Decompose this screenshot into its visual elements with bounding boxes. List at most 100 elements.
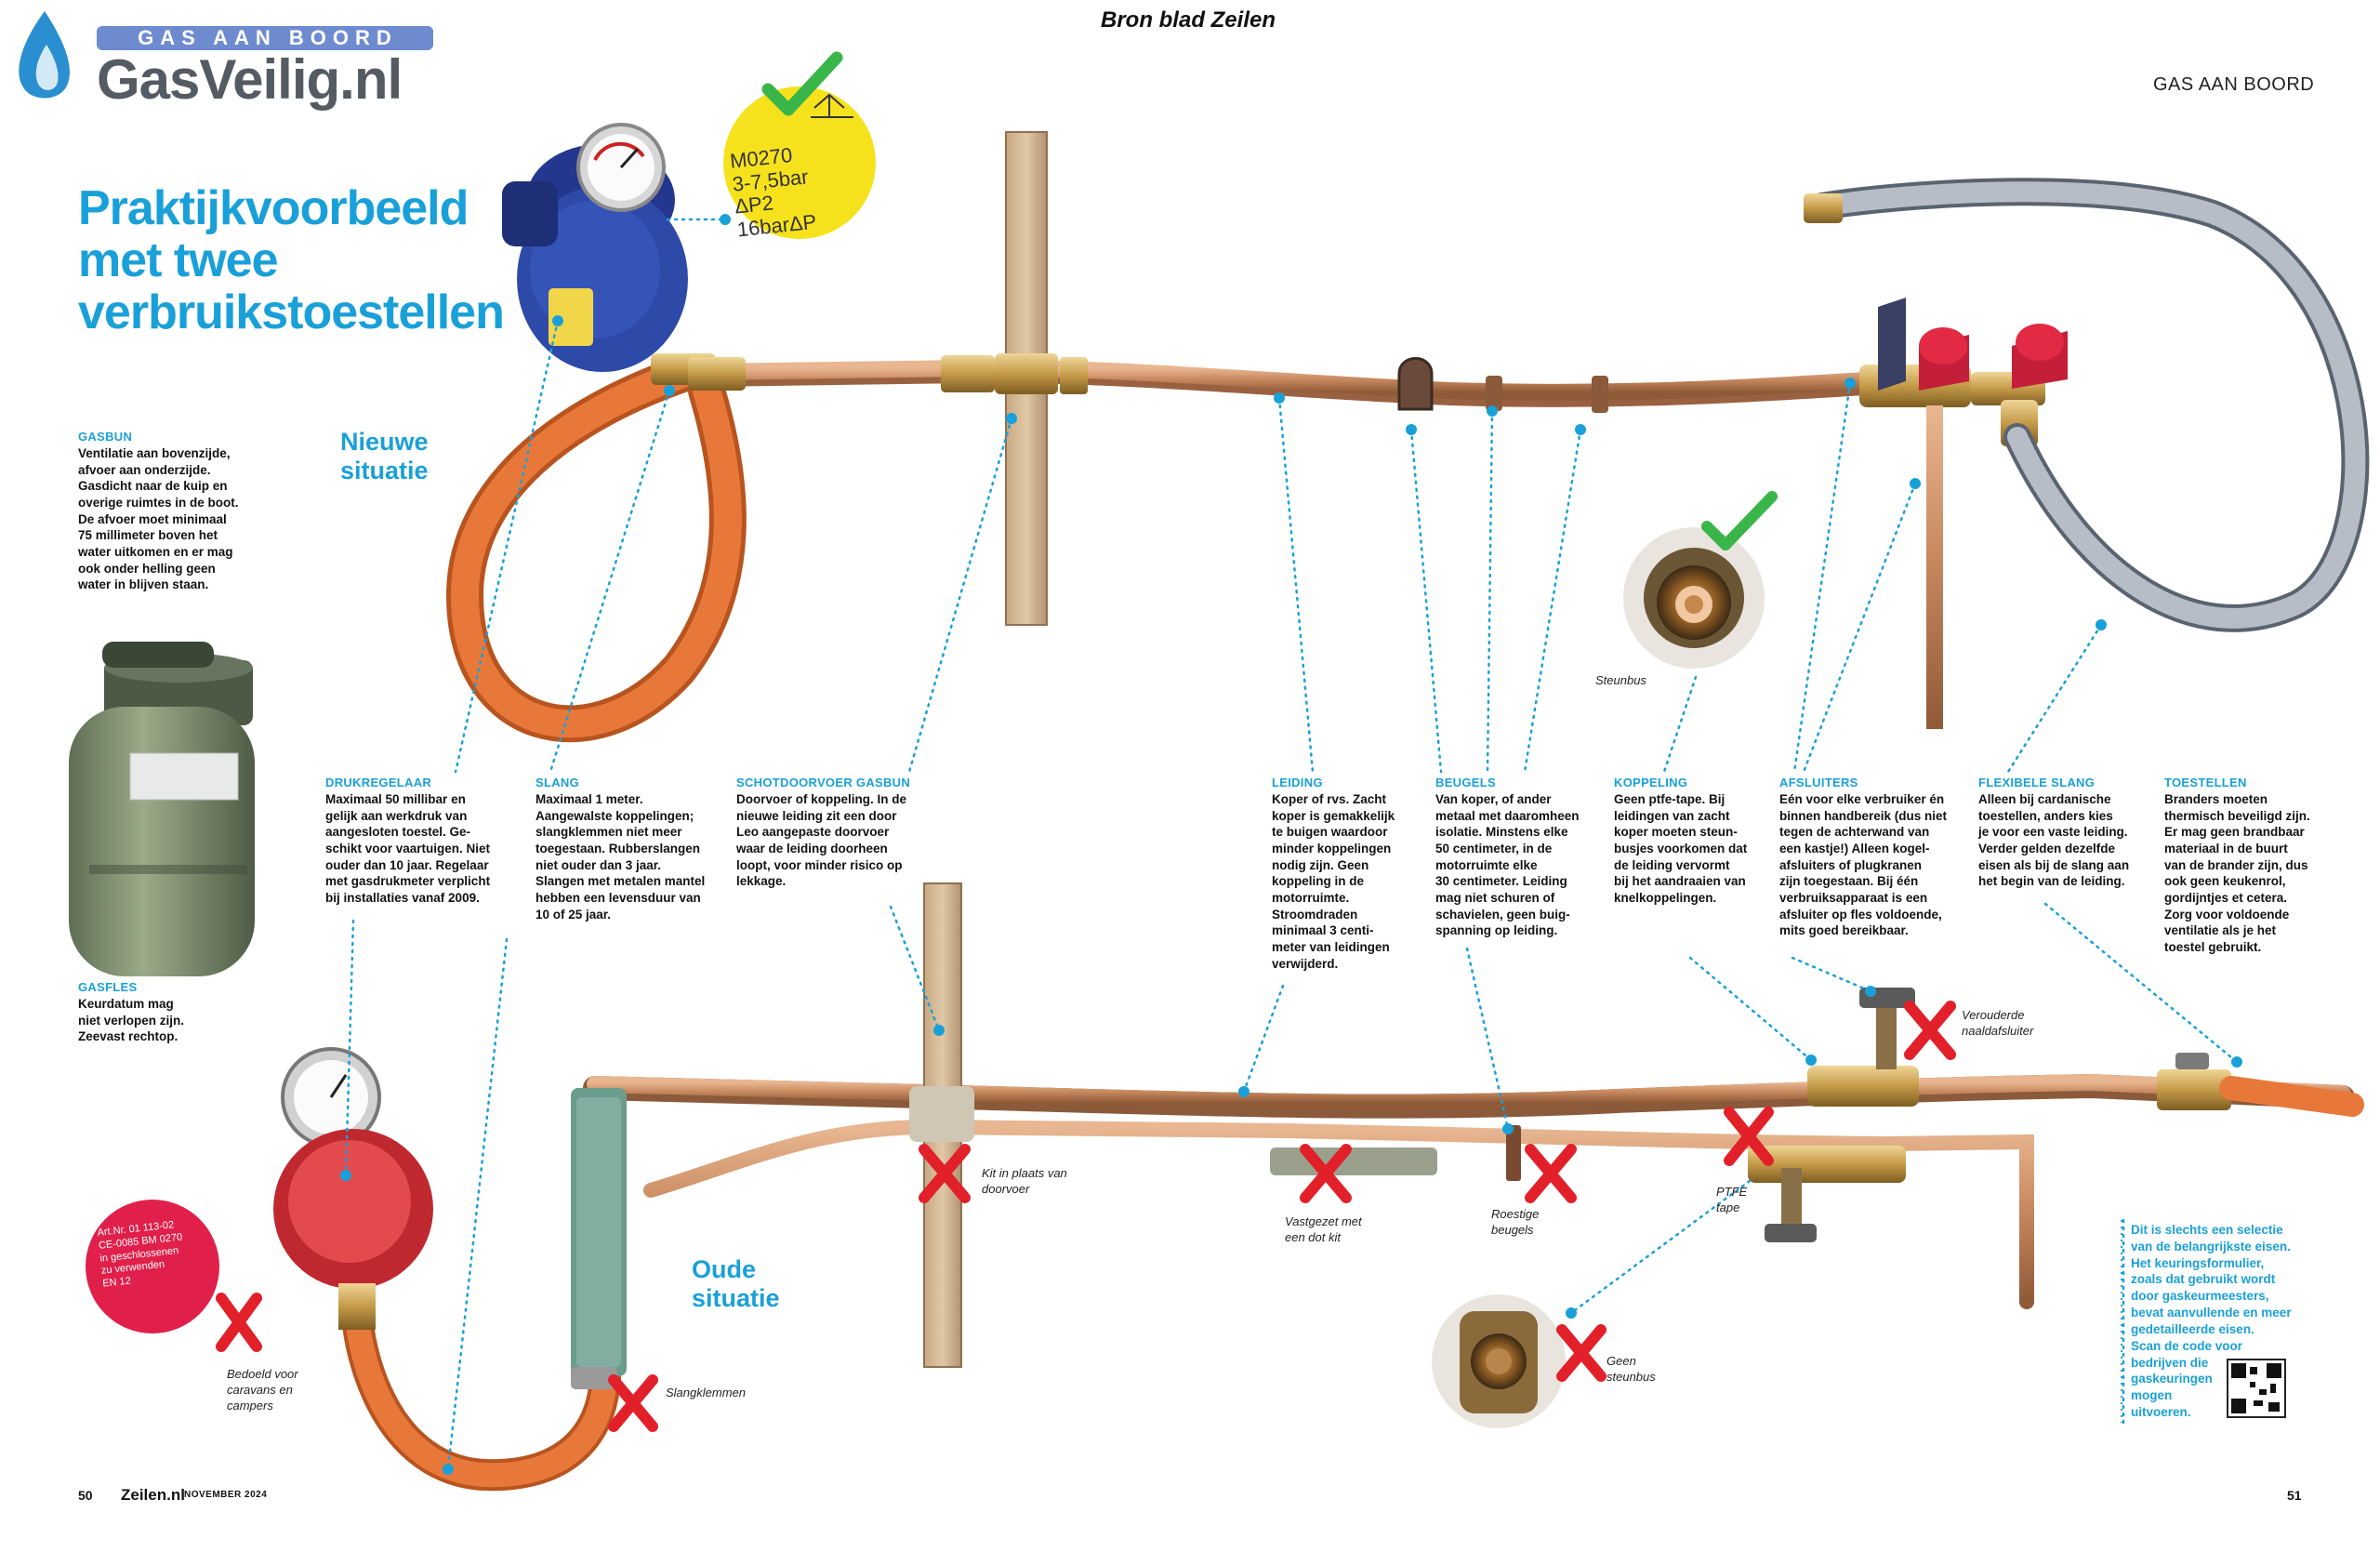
block-heading: SLANG <box>536 776 579 789</box>
cross-icon <box>216 1293 262 1352</box>
block-heading: GASBUN <box>78 430 133 444</box>
block-heading: SCHOTDOORVOER GASBUN <box>736 776 911 789</box>
new-copper-line <box>698 359 1886 401</box>
block-heading: AFSLUITERS <box>1779 776 1858 789</box>
logo-tagline: GAS AAN BOORD <box>138 26 398 49</box>
logo-banner <box>97 26 433 50</box>
sticker-new-text: M0270 3-7,5bar ΔP2 16barΔP <box>729 139 850 242</box>
block-heading: LEIDING <box>1272 776 1323 789</box>
title-line-1: Praktijkvoorbeeld <box>78 181 469 235</box>
red-sticker-inset <box>78 1192 227 1341</box>
old-kit-blob <box>909 1086 974 1142</box>
block-heading: GASFLES <box>78 980 138 994</box>
leader-lines <box>344 218 2239 1471</box>
title-line-2: met twee <box>78 233 279 288</box>
block-heading: TOESTELLEN <box>2164 776 2247 789</box>
new-fitting-2 <box>941 355 995 392</box>
block-body: Maximaal 1 meter.Aangewalste koppelingen… <box>536 792 706 922</box>
block-heading: FLEXIBELE SLANG <box>1978 776 2096 789</box>
cross-icon <box>919 1144 971 1203</box>
geen-steunbus-inset <box>1424 1287 1573 1436</box>
title-line-3: verbruikstoestellen <box>78 285 505 340</box>
block-gasbun: GASBUN Ventilatie aan bovenzijde,afvoer … <box>78 430 273 593</box>
flex-hose-end <box>1804 193 1843 223</box>
old-orange-hose <box>343 1234 618 1488</box>
block-heading: KOPPELING <box>1614 776 1688 789</box>
page-number-right: 51 <box>2287 1488 2302 1503</box>
old-dot-kit-block <box>1270 1147 1437 1175</box>
old-regulator <box>273 1047 433 1330</box>
new-valves <box>1859 298 2068 729</box>
sticker-old-text: Art.Nr. 01 113-02 CE-0085 BM 0270 in ges… <box>97 1215 215 1291</box>
block-slang: SLANG Maximaal 1 meter.Aangewalste koppe… <box>536 776 721 922</box>
new-fitting-1 <box>688 357 746 391</box>
new-brackets <box>1397 357 1608 413</box>
cross-icon <box>1300 1144 1352 1203</box>
block-schotdoorvoer: SCHOTDOORVOER GASBUN Doorvoer of koppeli… <box>736 776 922 890</box>
logo-name[interactable]: GasVeilig.nl <box>97 48 403 111</box>
page-title: Praktijkvoorbeeld met twee verbruikstoes… <box>78 181 505 340</box>
cross-icon <box>608 1374 658 1432</box>
new-situation-label: Nieuwe situatie <box>340 428 429 485</box>
page-number-left: 50 <box>78 1488 93 1503</box>
cross-icon <box>1724 1107 1774 1166</box>
issue-date: NOVEMBER 2024 <box>184 1490 268 1500</box>
new-situation-line-2: situatie <box>340 457 429 485</box>
qr-code-icon <box>2227 1359 2286 1418</box>
caption-steunbus: Steunbus <box>1595 673 1646 687</box>
new-bulkhead-feedthrough <box>995 353 1058 394</box>
old-copper-line <box>587 1073 2351 1111</box>
old-situation-line-2: situatie <box>692 1284 780 1313</box>
cross-icon <box>1525 1144 1577 1203</box>
old-situation-line-1: Oude <box>692 1255 757 1283</box>
new-orange-hose <box>450 358 742 738</box>
old-rusty-bracket <box>1506 1125 1521 1181</box>
caption-slangklemmen: Slangklemmen <box>666 1386 746 1399</box>
block-body: Ventilatie aan bovenzijde,afvoer aan ond… <box>78 446 239 592</box>
old-right-hose <box>2219 1076 2364 1117</box>
old-situation-label: Oude situatie <box>692 1255 780 1313</box>
old-valves <box>1748 988 2231 1242</box>
steunbus-inset <box>1616 520 1772 676</box>
new-situation-line-1: Nieuwe <box>340 428 429 456</box>
block-heading: DRUKREGELAAR <box>325 776 432 789</box>
check-icon <box>1701 491 1778 550</box>
cross-icon <box>1904 1001 1956 1060</box>
gas-bottle <box>69 642 255 976</box>
gas-flame-icon <box>19 11 70 99</box>
sticker-inset-new <box>716 79 883 246</box>
source-note: Bron blad Zeilen <box>1100 7 1276 33</box>
section-label: GAS AAN BOORD <box>2153 74 2315 95</box>
check-icon <box>761 51 843 116</box>
cross-icon <box>1556 1324 1606 1382</box>
leader-dots <box>340 214 2242 1475</box>
block-heading: BEUGELS <box>1435 776 1496 789</box>
new-fitting-3 <box>1060 357 1088 394</box>
flexible-braided-hose <box>1812 181 2366 629</box>
